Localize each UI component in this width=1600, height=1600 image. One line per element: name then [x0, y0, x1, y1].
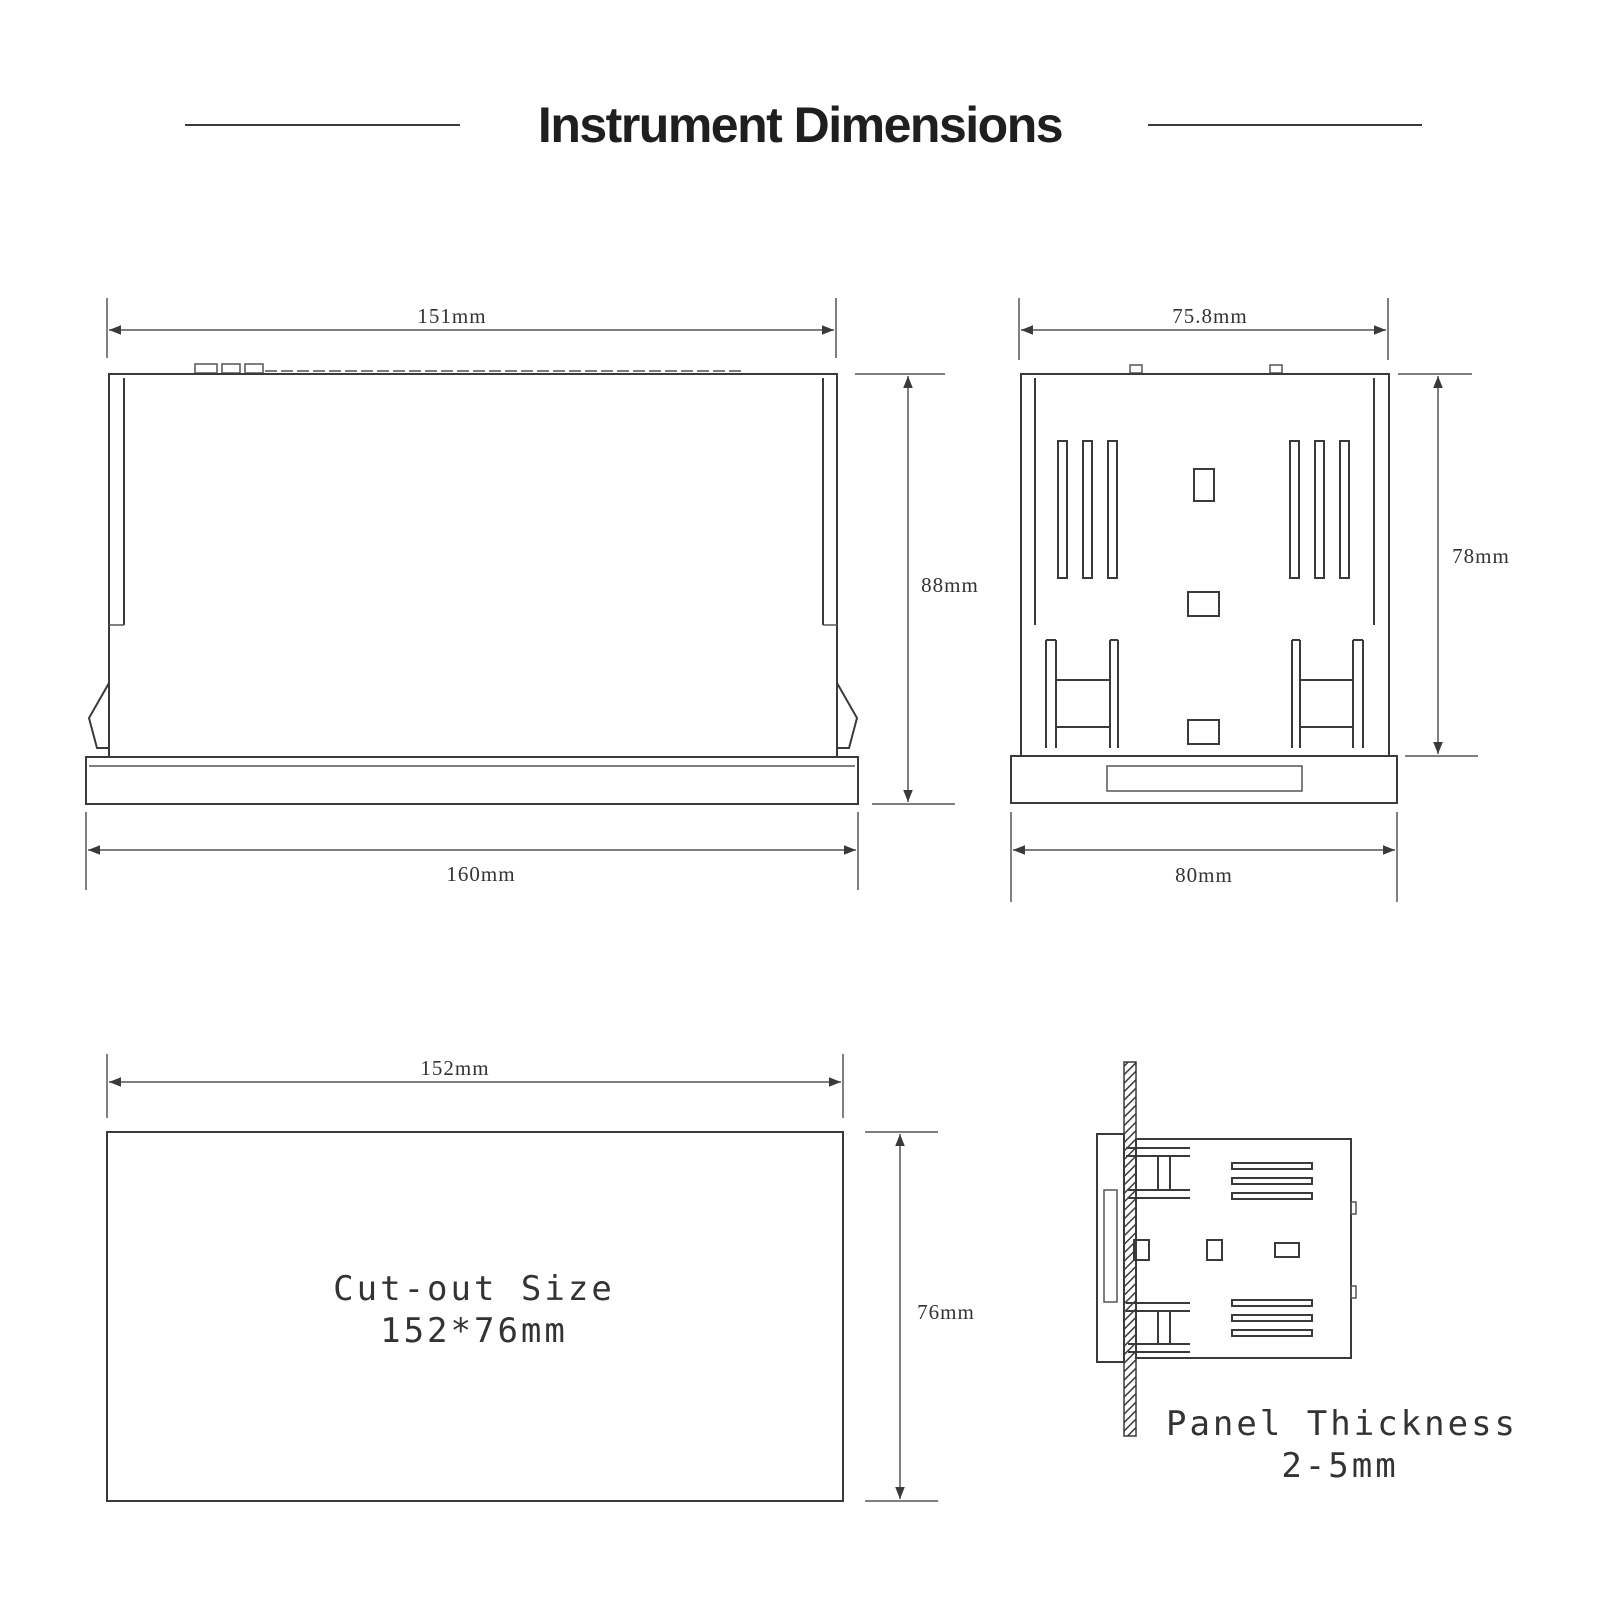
page-title: Instrument Dimensions — [538, 97, 1062, 153]
front-housing — [108, 373, 838, 759]
side-view: 75.8mm 78 — [1010, 298, 1510, 902]
side-housing — [1020, 373, 1390, 757]
cutout-size: 152*76mm — [380, 1311, 568, 1351]
front-bezel — [85, 756, 859, 805]
front-view: 151mm 88mm 160mm — [85, 298, 979, 890]
panel-mount-view: Panel Thickness 2-5mm — [1096, 1061, 1518, 1486]
cutout-rectangle — [106, 1131, 844, 1502]
panel-housing — [1135, 1138, 1352, 1359]
side-bottom-width-label: 80mm — [1175, 863, 1233, 887]
front-height-label: 88mm — [921, 573, 979, 597]
cutout-height-label: 76mm — [917, 1300, 975, 1324]
cutout-label: Cut-out Size — [333, 1269, 615, 1309]
side-bezel — [1010, 755, 1398, 804]
panel-thickness-value: 2-5mm — [1281, 1446, 1398, 1486]
cutout-view: 152mm Cut-out Size 152*76mm 76mm — [106, 1054, 975, 1502]
cutout-width-label: 152mm — [420, 1056, 489, 1080]
side-height-label: 78mm — [1452, 544, 1510, 568]
front-bottom-width-label: 160mm — [446, 862, 515, 886]
panel-thickness-label: Panel Thickness — [1166, 1404, 1518, 1444]
title-group: Instrument Dimensions — [185, 97, 1422, 153]
side-top-width-label: 75.8mm — [1172, 304, 1247, 328]
panel-bezel — [1096, 1133, 1125, 1363]
front-top-width-label: 151mm — [417, 304, 486, 328]
